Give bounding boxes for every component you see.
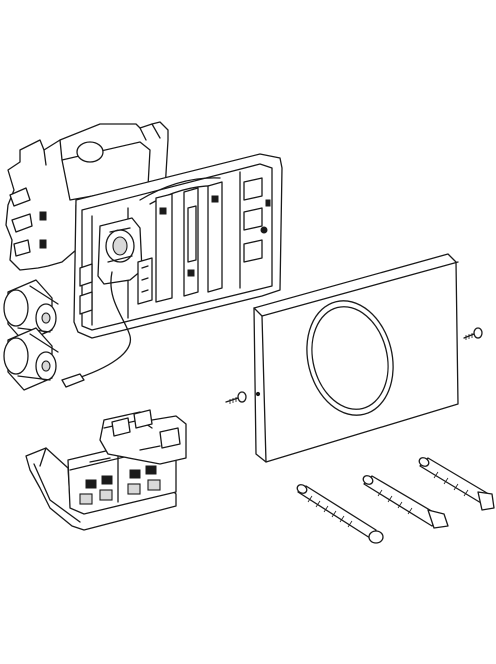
control-unit <box>25 409 187 531</box>
spacer-bolt <box>418 457 495 511</box>
screw <box>225 391 247 404</box>
actuator-plate <box>253 253 459 463</box>
spacer-bolt <box>296 484 384 544</box>
actuator-ring-outer <box>306 300 394 416</box>
screw <box>463 327 483 340</box>
cable-plug <box>61 373 85 388</box>
actuator-ring-inner <box>311 306 389 410</box>
battery <box>3 279 59 343</box>
frame-back-hole <box>76 141 104 163</box>
sensor-cable <box>71 271 132 381</box>
mounting-frame <box>5 121 283 388</box>
spacer-bolt <box>362 475 449 529</box>
frame-front-body <box>73 153 283 339</box>
battery <box>3 327 59 391</box>
